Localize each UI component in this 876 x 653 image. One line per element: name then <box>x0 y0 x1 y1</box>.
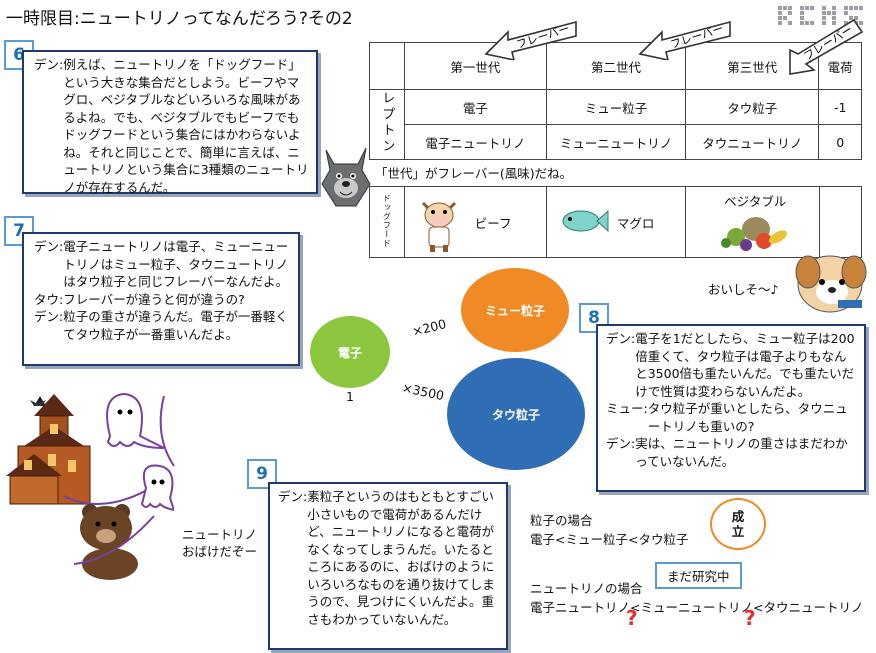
dogfood-empty-cell <box>818 186 862 258</box>
dialogue-text: 素粒子というのはもともとすごい小さいもので電荷があるんだけど、ニュートリノになる… <box>307 489 495 627</box>
neutrino-heading: ニュートリノの場合 <box>530 581 643 596</box>
section-8-panel: デン: 電子を1だとしたら、ミュー粒子は200倍重くて、タウ粒子は電子よりもなん… <box>596 324 866 492</box>
table-cell: -1 <box>818 89 862 125</box>
speaker-label: ミュー: <box>606 401 648 416</box>
speaker-label: デン: <box>606 331 636 346</box>
section-9-number: 9 <box>247 459 277 489</box>
lepton-label: レプトン <box>379 91 395 155</box>
dialogue-text: タウ粒子が重いとしたら、タウニュートリノも重いの? <box>647 401 848 434</box>
muon-factor: ×200 <box>410 316 448 339</box>
electron-label: 電子 <box>337 345 362 360</box>
dogfood-beef-cell: ビーフ <box>403 186 547 258</box>
dialogue-line: ミュー: タウ粒子が重いとしたら、タウニュートリノも重いの? <box>606 400 858 435</box>
under-research-badge: まだ研究中 <box>655 562 742 589</box>
dog-character-icon <box>795 255 867 313</box>
particle-heading: 粒子の場合 <box>530 513 593 528</box>
table-cell: 電子 <box>403 89 547 125</box>
dialogue-line: デン: 電子ニュートリノは電子、ミューニュートリノはミュー粒子、タウニュートリノ… <box>34 238 292 291</box>
dogfood-table: ドッグフード ビーフ マグロ ベジタブル <box>369 186 862 258</box>
flavor-arrow-icon: フレーバー <box>638 20 731 60</box>
muon-label: ミュー粒子 <box>484 303 545 318</box>
fish-icon <box>562 209 609 233</box>
dialogue-text: 例えば、ニュートリノを「ドッグフード」という大きな集合だとしよう。ビーフやマグロ… <box>63 57 309 195</box>
established-label: 成立 <box>731 509 745 539</box>
neutrino-order: 電子ニュートリノ<ミューニュートリノ<タウニュートリノ <box>530 600 864 615</box>
speaker-label: デン: <box>278 489 308 504</box>
table-cell: タウ粒子 <box>685 89 820 125</box>
dogfood-item-vegetable: ベジタブル <box>724 194 787 209</box>
table-cell: タウニュートリノ <box>685 124 820 160</box>
muon-circle: ミュー粒子 <box>461 268 569 352</box>
dialogue-text: 電子ニュートリノは電子、ミューニュートリノはミュー粒子、タウニュートリノはタウ粒… <box>63 239 289 289</box>
flavor-arrow-label: フレーバー <box>801 23 854 63</box>
speaker-label: デン: <box>34 309 64 324</box>
dog-speech: おいしそ〜♪ <box>708 282 779 297</box>
wolf-character-icon <box>321 147 371 207</box>
dogfood-item-tuna: マグロ <box>616 216 655 231</box>
dialogue-text: フレーバーが違うと何が違うの? <box>63 291 245 307</box>
page-title: 一時限目:ニュートリノってなんだろう?その2 <box>6 9 353 29</box>
dogfood-label-cell: ドッグフード <box>369 186 405 258</box>
dialogue-text: 実は、ニュートリノの重さはまだわかっていないんだ。 <box>635 436 848 469</box>
section-7-number: 7 <box>4 216 34 246</box>
dialogue-text: 粒子の重さが違うんだ。電子が一番軽くてタウ粒子が一番重いんだよ。 <box>63 309 288 342</box>
speaker-label: デン: <box>34 57 64 72</box>
section-9-panel: デン: 素粒子というのはもともとすごい小さいもので電荷があるんだけど、ニュートリ… <box>268 482 508 650</box>
ghost-caption: ニュートリノ おばけだぞー <box>182 526 257 560</box>
flavor-arrow-icon: フレーバー <box>484 20 577 60</box>
tau-label: タウ粒子 <box>491 407 540 422</box>
question-mark: ? <box>744 606 756 630</box>
header-charge: 電荷 <box>818 42 862 90</box>
vegetables-icon <box>721 217 788 251</box>
dogfood-item-beef: ビーフ <box>474 216 512 231</box>
dialogue-line: デン: 素粒子というのはもともとすごい小さいもので電荷があるんだけど、ニュートリ… <box>278 488 500 628</box>
dialogue-line: デン: 実は、ニュートリノの重さはまだわかっていないんだ。 <box>606 435 858 470</box>
dialogue-line: デン: 例えば、ニュートリノを「ドッグフード」という大きな集合だとしよう。ビーフ… <box>34 56 310 196</box>
dogfood-vegetable-cell: ベジタブル <box>685 186 820 258</box>
dialogue-line: タウ: フレーバーが違うと何が違うの? <box>34 291 292 309</box>
dialogue-text: 電子を1だとしたら、ミュー粒子は200倍重くて、タウ粒子は電子よりもなんと350… <box>635 331 855 399</box>
table-cell: ミューニュートリノ <box>545 124 687 160</box>
dialogue-line: デン: 電子を1だとしたら、ミュー粒子は200倍重くて、タウ粒子は電子よりもなん… <box>606 330 858 400</box>
section-7-panel: デン: 電子ニュートリノは電子、ミューニュートリノはミュー粒子、タウニュートリノ… <box>22 232 300 366</box>
speaker-label: タウ: <box>34 291 64 307</box>
flavor-arrow-icon: フレーバー <box>789 18 864 75</box>
dogfood-label: ドッグフード <box>382 193 392 248</box>
particle-order: 電子<ミュー粒子<タウ粒子 <box>530 532 689 547</box>
question-mark: ? <box>626 606 638 630</box>
lepton-label-cell: レプトン <box>369 89 405 160</box>
electron-circle: 電子 <box>310 316 390 388</box>
speaker-label: デン: <box>34 239 64 254</box>
speaker-label: デン: <box>606 436 636 451</box>
cow-icon <box>421 201 456 252</box>
established-badge: 成立 <box>710 498 766 550</box>
dogfood-tuna-cell: マグロ <box>545 186 687 258</box>
bear-ghost-icon <box>74 464 174 580</box>
flavor-arrow-label: フレーバー <box>515 22 571 51</box>
section-6-panel: デン: 例えば、ニュートリノを「ドッグフード」という大きな集合だとしよう。ビーフ… <box>22 50 318 196</box>
table-corner <box>369 42 405 90</box>
haunted-house-icon <box>6 392 175 505</box>
tau-circle: タウ粒子 <box>447 358 585 470</box>
table-cell: 0 <box>818 124 862 160</box>
dialogue-line: デン: 粒子の重さが違うんだ。電子が一番軽くてタウ粒子が一番重いんだよ。 <box>34 308 292 343</box>
ghost-caption-line: ニュートリノ <box>182 527 258 542</box>
tau-factor: ×3500 <box>400 379 446 404</box>
ghost-caption-line: おばけだぞー <box>182 544 258 559</box>
electron-value: 1 <box>346 389 354 404</box>
table-cell: ミュー粒子 <box>545 89 687 125</box>
flavor-caption: 「世代」がフレーバー(風味)だね。 <box>375 166 573 181</box>
table-cell: 電子ニュートリノ <box>403 124 547 160</box>
flavor-arrow-label: フレーバー <box>669 22 725 51</box>
